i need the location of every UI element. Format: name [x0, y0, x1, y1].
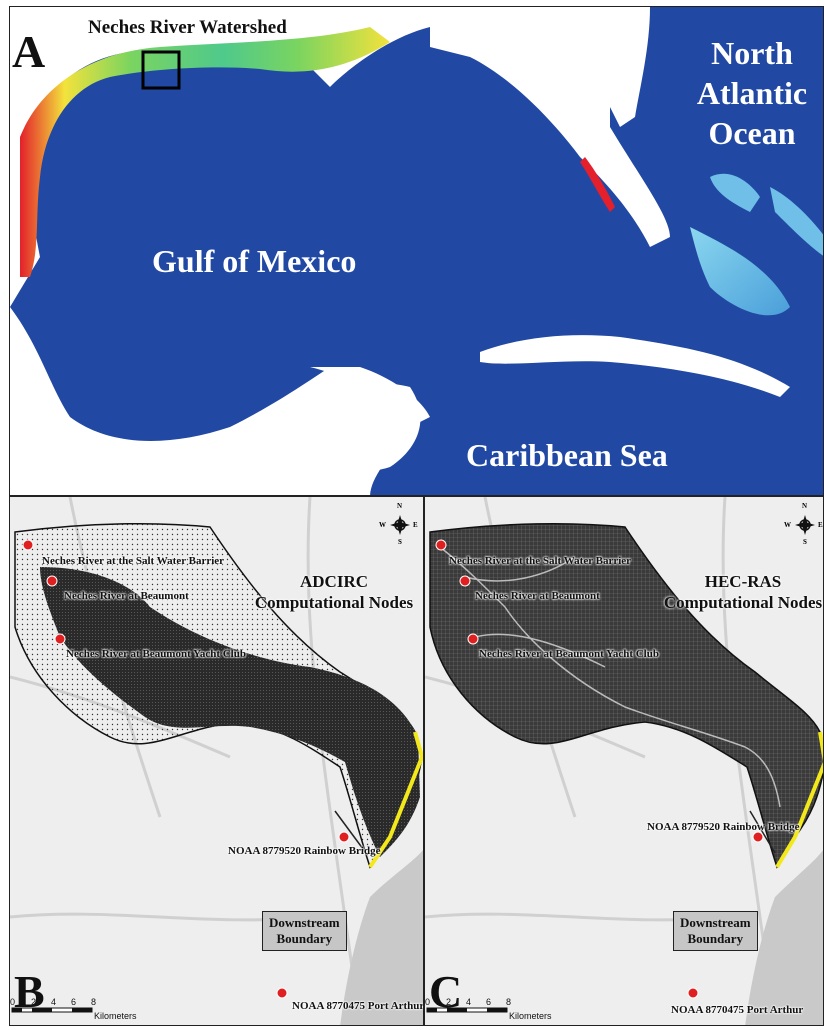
gauge-marker-beaumont-c: [459, 575, 471, 587]
mexico-yucatan-land: [10, 307, 410, 495]
compass-s: S: [398, 538, 402, 546]
adcirc-mesh-panel: Neches River at the Salt Water Barrier N…: [9, 496, 424, 1026]
downstream-boundary-callout-c: Downstream Boundary: [673, 911, 758, 951]
caribbean-sea-label: Caribbean Sea: [466, 437, 668, 473]
adcirc-title: ADCIRC Computational Nodes: [246, 571, 422, 613]
hecras-title-line-1: HEC-RAS: [704, 572, 782, 591]
east-us-land: [610, 7, 650, 127]
gauge-label-rainbow-bridge: NOAA 8779520 Rainbow Bridge: [228, 845, 381, 857]
gauge-marker-beaumont-yacht-club: [54, 633, 66, 645]
gauge-marker-salt-water-barrier: [22, 539, 34, 551]
florida-coast: [580, 157, 615, 212]
scale-tick-6-c: 6: [486, 997, 492, 1007]
compass-n-c: N: [802, 502, 808, 510]
coast-water-c: [745, 850, 823, 1025]
gauge-label-rainbow-bridge-c: NOAA 8779520 Rainbow Bridge: [647, 821, 800, 833]
downstream-boundary-line-c: [775, 731, 823, 869]
scale-tick-1-c: 1: [436, 997, 442, 1007]
panel-letter-a: A: [12, 26, 46, 77]
scale-tick-0-c: 0: [425, 997, 431, 1007]
scale-bar-b: 0 1 2 4 6 8 Kilometers: [10, 997, 140, 1023]
scale-tick-8: 8: [91, 997, 97, 1007]
compass-e-c: E: [818, 521, 823, 529]
compass-rose-glyph: [390, 515, 410, 535]
gauge-label-beaumont-c: Neches River at Beaumont: [475, 590, 600, 602]
callout-b-line-1: Downstream: [269, 915, 340, 930]
north-atlantic-label-line-1: North: [711, 35, 793, 71]
compass-rose-icon-c: N S E W: [784, 502, 823, 551]
gauge-label-port-arthur: NOAA 8770475 Port Arthur: [292, 1000, 424, 1012]
scale-tick-1: 1: [21, 997, 27, 1007]
compass-rose-glyph-c: [795, 515, 815, 535]
scale-tick-4: 4: [51, 997, 57, 1007]
hecras-mesh-map: [425, 497, 823, 1025]
gauge-label-salt-water-barrier-c: Neches River at the Salt Water Barrier: [449, 555, 632, 567]
hecras-mesh-panel: Neches River at the Salt Water Barrier N…: [424, 496, 824, 1026]
scale-unit-b: Kilometers: [94, 1011, 137, 1021]
gulf-overview-map: [10, 7, 823, 495]
adcirc-title-line-2: Computational Nodes: [254, 593, 414, 612]
scale-tick-6: 6: [71, 997, 77, 1007]
compass-w-c: W: [784, 521, 791, 529]
adcirc-title-line-1: ADCIRC: [300, 572, 368, 591]
watershed-label: Neches River Watershed: [88, 17, 287, 38]
gauge-label-port-arthur-c: NOAA 8770475 Port Arthur: [671, 1004, 804, 1016]
scale-tick-4-c: 4: [466, 997, 472, 1007]
gauge-marker-beaumont-yacht-club-c: [467, 633, 479, 645]
scale-bar-graphic-c: [426, 1007, 508, 1013]
gauge-marker-rainbow-bridge: [338, 831, 350, 843]
gauge-marker-port-arthur: [276, 987, 288, 999]
gulf-overview-map-panel: A Neches River Watershed North Atlantic …: [9, 6, 824, 496]
adcirc-dense-region: [40, 567, 420, 857]
hecras-title: HEC-RAS Computational Nodes: [653, 571, 823, 613]
scale-tick-0: 0: [10, 997, 16, 1007]
gauge-marker-beaumont: [46, 575, 58, 587]
callout-b-line-2: Boundary: [276, 931, 333, 946]
bahamas-shelf: [690, 227, 790, 316]
gulf-of-mexico-label: Gulf of Mexico: [152, 243, 357, 279]
scale-bar-graphic-b: [11, 1007, 93, 1013]
downstream-boundary-callout-b: Downstream Boundary: [262, 911, 347, 951]
compass-rose-icon: N S E W: [379, 502, 420, 551]
scale-tick-8-c: 8: [506, 997, 512, 1007]
boundary-callout-leader-c: [749, 810, 776, 854]
compass-e: E: [413, 521, 418, 529]
boundary-callout-leader: [334, 810, 367, 854]
scale-bar-c: 0 1 2 4 6 8 Kilometers: [425, 997, 555, 1023]
gauge-marker-port-arthur-c: [687, 987, 699, 999]
gauge-marker-rainbow-bridge-c: [752, 831, 764, 843]
scale-unit-c: Kilometers: [509, 1011, 552, 1021]
hecras-title-line-2: Computational Nodes: [663, 593, 823, 612]
callout-c-line-2: Boundary: [687, 931, 744, 946]
compass-n: N: [397, 502, 403, 510]
coastal-elevation-band: [20, 27, 390, 277]
adcirc-mesh-map: [10, 497, 423, 1025]
river-channel-lines: [439, 546, 781, 808]
gauge-label-beaumont: Neches River at Beaumont: [64, 590, 189, 602]
gauge-marker-salt-water-barrier-c: [435, 539, 447, 551]
callout-c-line-1: Downstream: [680, 915, 751, 930]
north-atlantic-label-line-3: Ocean: [708, 115, 796, 151]
compass-s-c: S: [803, 538, 807, 546]
yucatan-land: [300, 383, 421, 471]
bahamas-shelf-3: [770, 187, 823, 256]
gauge-label-beaumont-yacht-club: Neches River at Beaumont Yacht Club: [66, 648, 246, 660]
downstream-boundary-line: [368, 731, 423, 869]
gauge-label-salt-water-barrier: Neches River at the Salt Water Barrier: [42, 555, 225, 567]
scale-tick-2: 2: [31, 997, 37, 1007]
bahamas-shelf-2: [710, 173, 760, 212]
north-atlantic-label-line-2: Atlantic: [696, 75, 808, 111]
gauge-label-beaumont-yacht-club-c: Neches River at Beaumont Yacht Club: [479, 648, 659, 660]
coast-water: [340, 849, 423, 1025]
north-america-land: [10, 7, 430, 307]
scale-tick-2-c: 2: [446, 997, 452, 1007]
watershed-locator-box: [141, 50, 181, 90]
cuba-land: [480, 335, 790, 397]
compass-w: W: [379, 521, 386, 529]
north-atlantic-label: North Atlantic Ocean: [682, 33, 822, 153]
